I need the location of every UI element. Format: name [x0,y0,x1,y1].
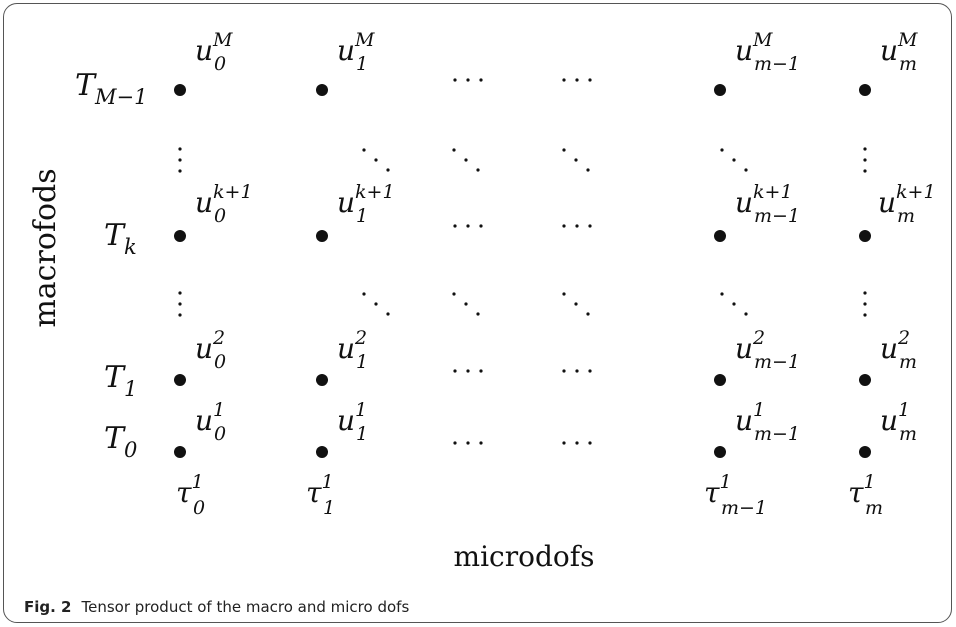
diagonal-ellipses [362,148,748,316]
vertical-axis-label: macrofods [28,168,63,327]
node-dot [316,446,328,458]
row-label: Tk [104,218,137,259]
node-dot [714,446,726,458]
hdots [453,78,483,82]
node-dot [859,84,871,96]
node-dot [714,84,726,96]
ddots [452,292,480,316]
node-dot [174,446,186,458]
ddots [562,148,590,172]
vdots [178,147,182,173]
ddots [720,292,748,316]
hdots [562,78,592,82]
node-dot [174,230,186,242]
node-dot [174,374,186,386]
hdots [453,369,483,373]
hdots [562,441,592,445]
row-label: T1 [104,360,137,401]
hdots [562,369,592,373]
hdots [562,224,592,228]
node-dot [859,446,871,458]
node-dot [174,84,186,96]
hdots [453,441,483,445]
row-label: TM−1 [75,68,147,109]
ddots [362,148,390,172]
row-label: T0 [104,421,137,462]
figure-frame [3,3,952,623]
ddots [452,148,480,172]
caption-text: Tensor product of the macro and micro do… [81,598,410,616]
ddots [720,148,748,172]
vdots [863,291,867,317]
ddots [562,292,590,316]
figure-number: Fig. 2 [24,598,72,616]
nodes [174,84,871,458]
node-dot [316,84,328,96]
node-dot [714,230,726,242]
vdots [863,147,867,173]
node-dot [714,374,726,386]
node-dot [316,230,328,242]
row-labels: TM−1 Tk T1 T0 [75,68,147,462]
hdots [453,224,483,228]
vertical-ellipses [178,147,867,317]
figure-caption: Fig. 2 Tensor product of the macro and mi… [24,598,409,616]
node-dot [859,374,871,386]
horizontal-axis-label: microdofs [454,540,595,573]
vdots [178,291,182,317]
node-dot [859,230,871,242]
horizontal-ellipses [453,78,592,445]
ddots [362,292,390,316]
node-dot [316,374,328,386]
